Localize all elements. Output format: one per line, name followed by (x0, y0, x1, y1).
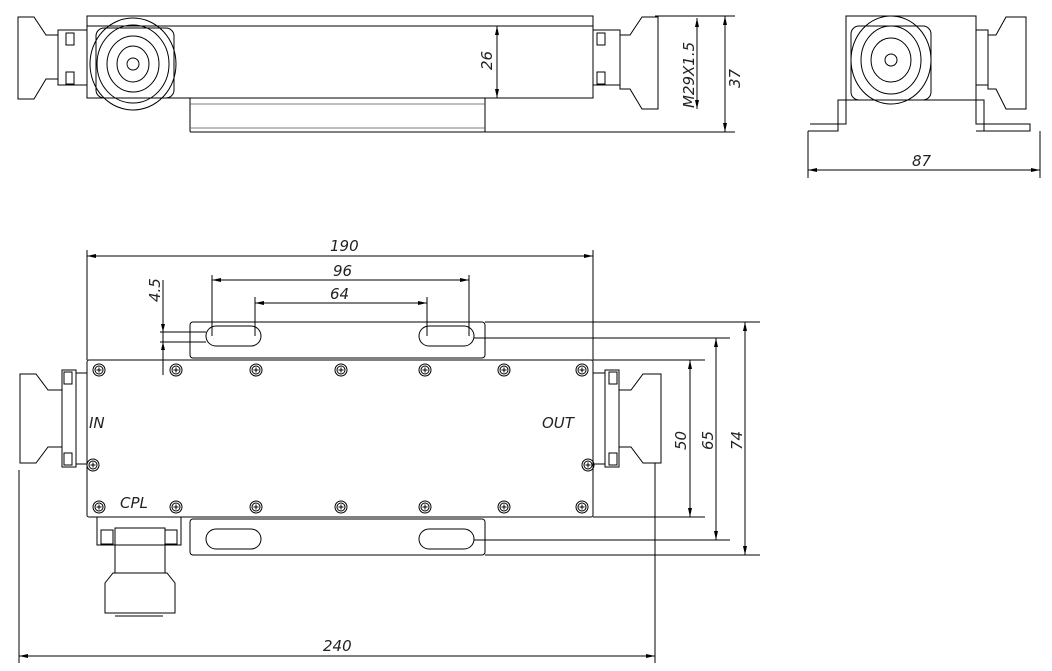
screws (86, 363, 595, 514)
dim-65: 65 (699, 431, 717, 450)
top-view: 26 M29X1.5 37 (17, 15, 744, 133)
out-connector (592, 369, 662, 468)
front-view: IN OUT CPL 190 96 64 4.5 50 65 74 (18, 237, 760, 663)
port-label-cpl: CPL (120, 494, 148, 512)
right-connector (592, 16, 659, 110)
dim-64: 64 (330, 285, 349, 303)
slot (418, 325, 475, 347)
dim-height-26: 26 (478, 51, 496, 70)
port-label-out: OUT (542, 414, 576, 432)
in-connector (19, 369, 88, 468)
slot (205, 528, 262, 550)
dim-96: 96 (333, 262, 352, 280)
bottom-bracket (189, 518, 486, 556)
dim-4-5: 4.5 (146, 278, 164, 302)
dim-240: 240 (323, 637, 352, 655)
flange-connector (89, 17, 177, 111)
dim-width-87: 87 (912, 152, 932, 170)
slot (418, 528, 475, 550)
dim-50: 50 (672, 431, 690, 450)
dim-74: 74 (728, 431, 746, 450)
top-bracket (189, 321, 486, 359)
port-label-in: IN (89, 414, 105, 432)
front-body (86, 359, 594, 518)
slot (205, 325, 262, 347)
mounting-bracket (189, 97, 486, 133)
dim-190: 190 (330, 237, 359, 255)
side-view: 87 (807, 15, 1041, 178)
dim-total-37: 37 (726, 68, 744, 88)
dim-thread: M29X1.5 (680, 42, 698, 108)
cpl-connector (96, 516, 182, 617)
left-connector (17, 16, 88, 100)
